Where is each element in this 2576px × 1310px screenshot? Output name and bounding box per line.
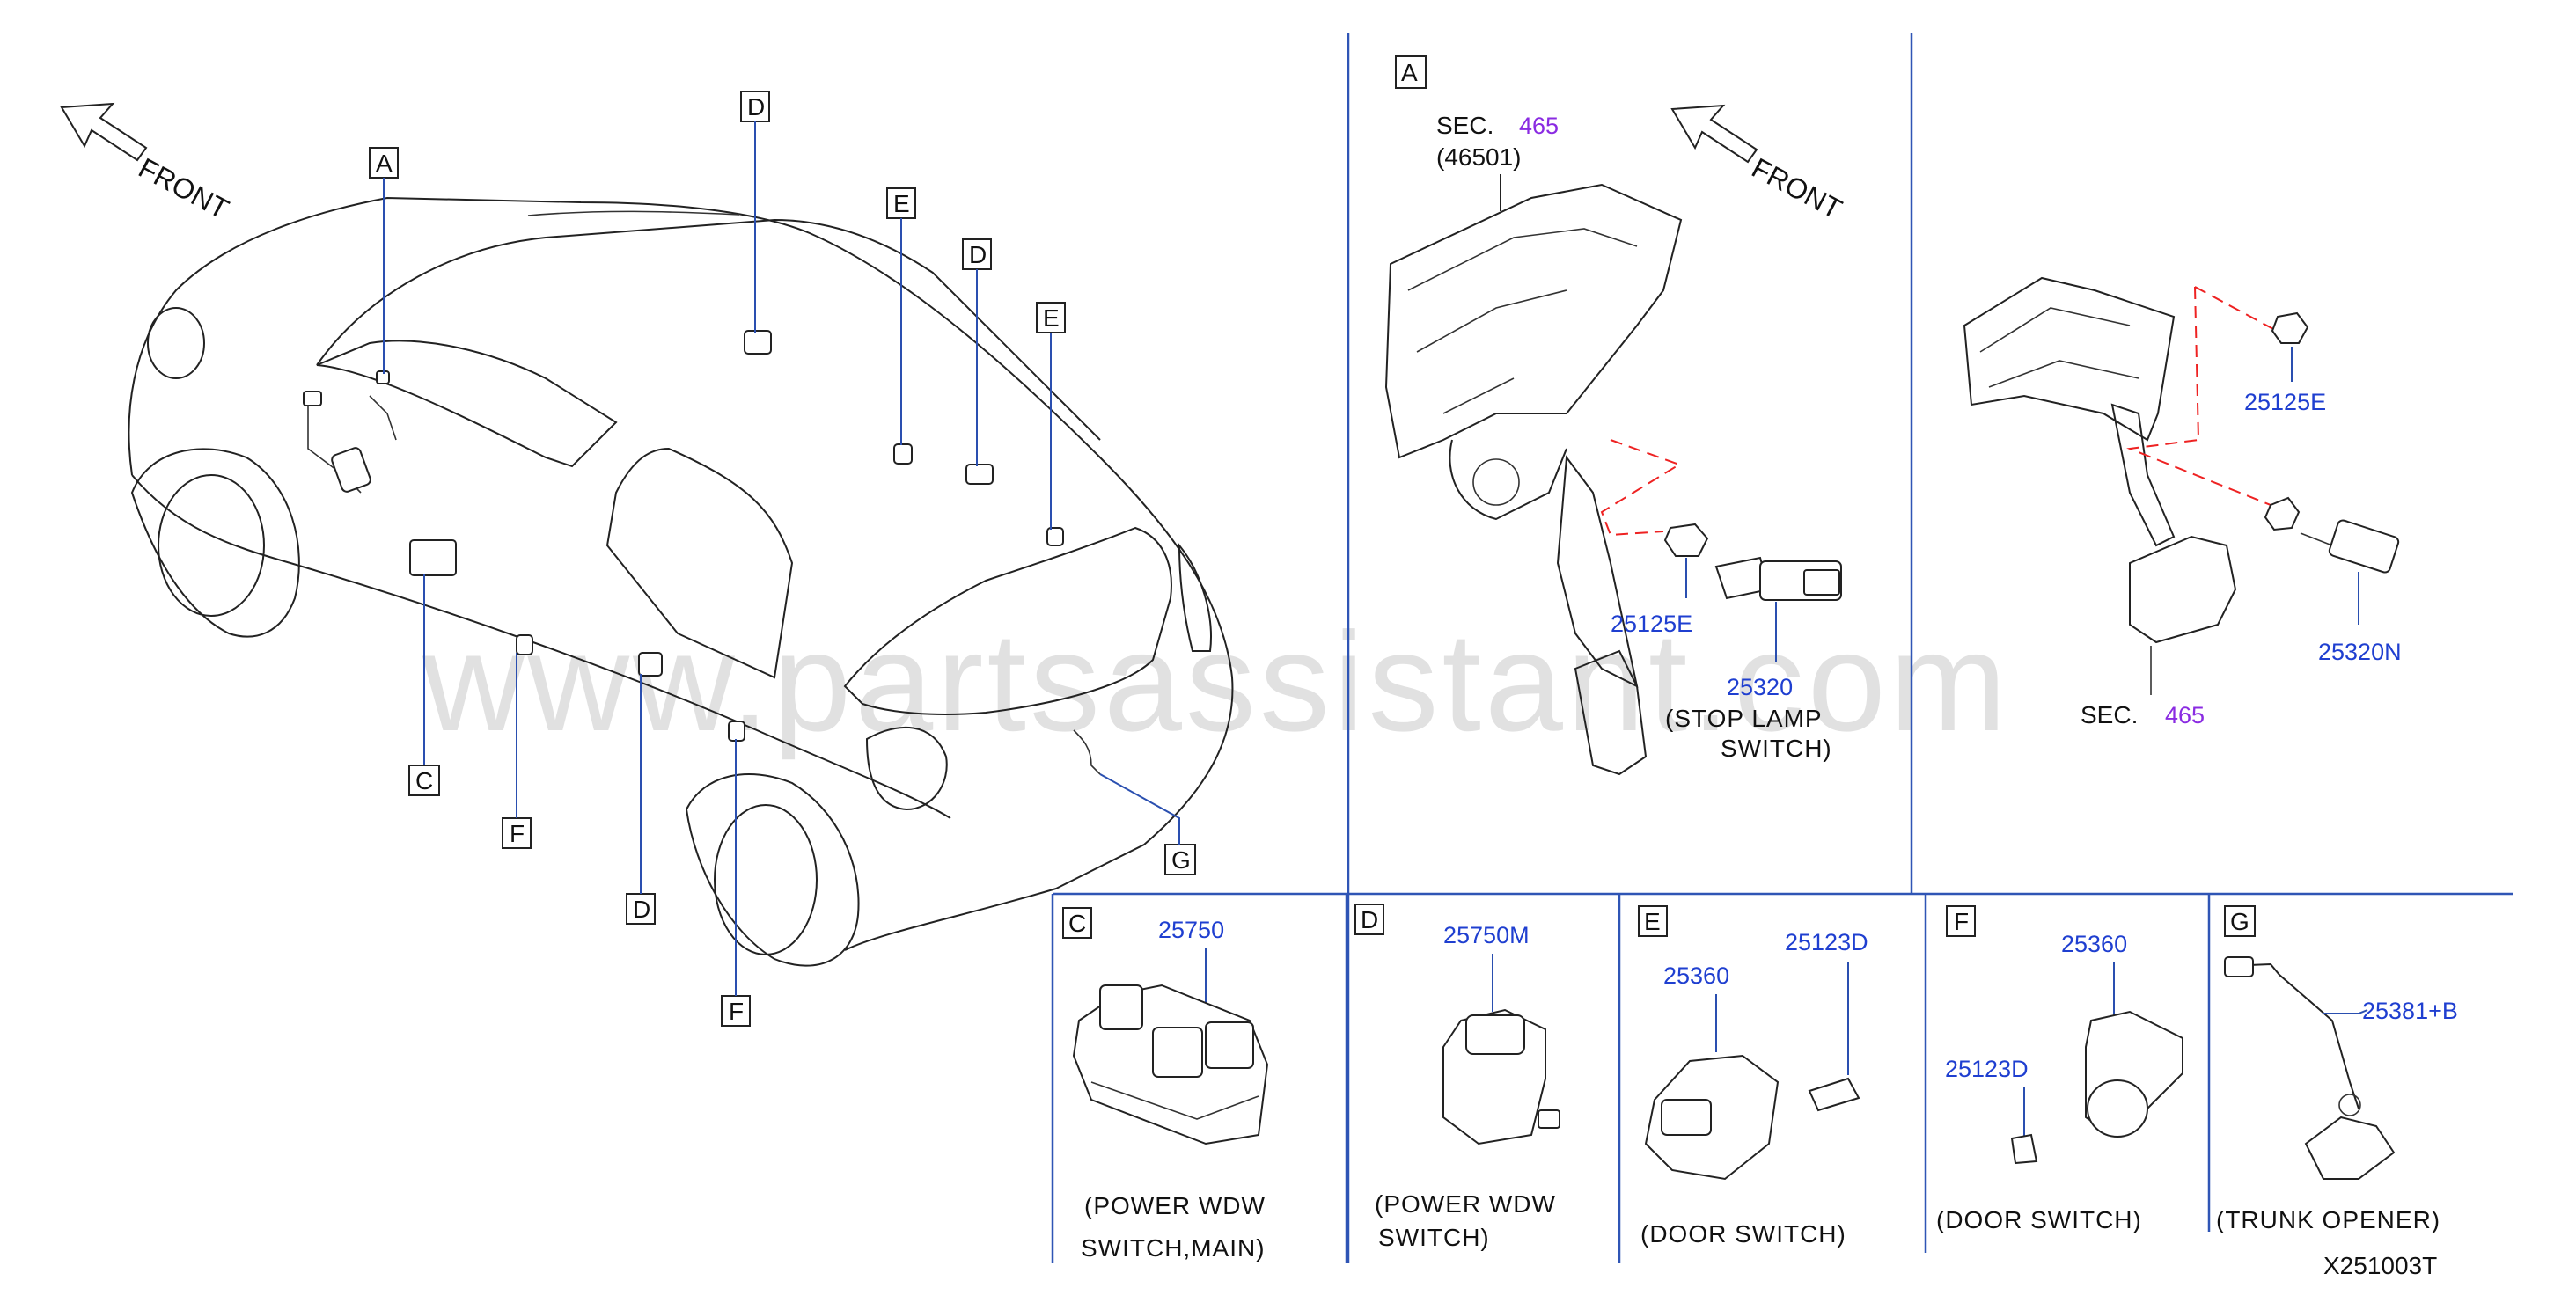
panel-pedal-variant: 25125E 25320N SEC. 465: [1963, 276, 2402, 728]
panel-right-sec-prefix: SEC.: [2081, 701, 2138, 728]
callout-f-left: F: [510, 820, 525, 847]
panel-g-letter: G: [2230, 908, 2249, 935]
vehicle-outline: [128, 196, 1234, 967]
panel-a-sec-prefix: SEC.: [1436, 112, 1493, 139]
panel-right-sec-number: 465: [2165, 702, 2205, 728]
callout-d-mid: D: [969, 241, 987, 268]
trunk-opener-cable: [2226, 962, 2359, 1109]
switch-d1-small: [744, 330, 772, 355]
panel-d-letter: D: [1361, 906, 1378, 933]
panel-a: A SEC. 465 (46501) 25125E 25320 (STOP LA…: [1384, 55, 1842, 776]
pedal-bracket-variant: [1963, 276, 2176, 442]
callout-d-top: D: [747, 93, 765, 121]
panel-a-caption-1: (STOP LAMP: [1665, 705, 1823, 732]
stop-lamp-switch-25320n: [2328, 519, 2400, 574]
switch-f1-small: [516, 634, 533, 655]
switch-d3-small: [638, 652, 663, 677]
panel-a-sec-number: 465: [1519, 113, 1559, 139]
clip-25125e-variant: [2271, 311, 2309, 344]
panel-a-sec-sub: (46501): [1436, 143, 1522, 171]
drawing-id: X251003T: [2323, 1252, 2437, 1279]
switch-f2-small: [728, 721, 745, 742]
panel-e-letter: E: [1644, 908, 1661, 935]
panel-f-part-bolt: 25123D: [1945, 1056, 2029, 1082]
pedal-pad-variant: [2129, 535, 2237, 644]
panel-e: E 25360 25123D (DOOR SWITCH): [1638, 905, 1868, 1248]
front-arrow-left: FRONT: [60, 102, 234, 225]
panel-g: G 25381+B (TRUNK OPENER): [2216, 905, 2458, 1233]
front-arrow-right: FRONT: [1670, 104, 1847, 225]
front-label-2: FRONT: [1747, 151, 1847, 225]
brake-pedal-arm: [1556, 455, 1639, 688]
panel-f-caption: (DOOR SWITCH): [1936, 1206, 2142, 1233]
pedal-bracket: [1384, 183, 1683, 459]
switch-e1-small: [893, 443, 913, 465]
car-callouts: A D E D E C F D F G: [369, 91, 1196, 1027]
front-label: FRONT: [134, 151, 234, 225]
callout-g: G: [1171, 846, 1191, 874]
panel-d: D 25750M (POWER WDW SWITCH): [1354, 904, 1560, 1251]
panel-d-caption-1: (POWER WDW: [1375, 1190, 1556, 1218]
panel-separators: [1051, 33, 2513, 1263]
callout-e-top: E: [893, 190, 910, 217]
panel-a-part-25125e: 25125E: [1611, 611, 1692, 637]
panel-c: C 25750 (POWER WDW SWITCH,MAIN): [1062, 907, 1269, 1262]
callout-d-bottom: D: [633, 896, 650, 923]
bolt-25123d-f: [2010, 1133, 2038, 1165]
callout-c: C: [415, 767, 433, 794]
panel-g-part: 25381+B: [2362, 998, 2458, 1024]
panel-c-caption-1: (POWER WDW: [1084, 1192, 1266, 1219]
panel-a-caption-2: SWITCH): [1721, 735, 1832, 762]
panel-c-caption-2: SWITCH,MAIN): [1081, 1234, 1266, 1262]
panel-right-part-25125e: 25125E: [2244, 389, 2326, 415]
trunk-opener-small: [1073, 729, 1101, 775]
panel-d-caption-2: SWITCH): [1378, 1224, 1490, 1251]
panel-g-caption: (TRUNK OPENER): [2216, 1206, 2440, 1233]
brake-pedal-pad: [1574, 649, 1648, 776]
panel-a-letter: A: [1401, 59, 1418, 86]
panel-f-part-switch: 25360: [2061, 931, 2127, 957]
watermark: www.partsassistant.com: [422, 603, 2010, 760]
panel-c-part: 25750: [1158, 917, 1224, 943]
callout-a: A: [376, 150, 393, 177]
panel-d-part: 25750M: [1443, 922, 1530, 948]
panel-e-part-bolt: 25123D: [1785, 929, 1868, 955]
switch-e2-small: [1046, 527, 1064, 546]
trunk-opener-switch: [2304, 1116, 2396, 1180]
panel-f: F 25360 25123D (DOOR SWITCH): [1936, 905, 2183, 1233]
callout-f-bottom: F: [729, 998, 744, 1025]
switch-d2-small: [965, 464, 994, 485]
bolt-25123d-e: [1808, 1077, 1860, 1112]
panel-e-caption: (DOOR SWITCH): [1640, 1220, 1846, 1248]
window-switch-main-small: [409, 539, 457, 576]
panel-a-part-25320: 25320: [1727, 674, 1793, 700]
callout-e-right: E: [1043, 304, 1060, 332]
panel-c-letter: C: [1068, 910, 1086, 937]
panel-e-part-switch: 25360: [1663, 962, 1729, 989]
panel-right-part-25320n: 25320N: [2318, 639, 2402, 665]
panel-f-letter: F: [1954, 908, 1969, 935]
clip-25125e: [1663, 523, 1709, 557]
